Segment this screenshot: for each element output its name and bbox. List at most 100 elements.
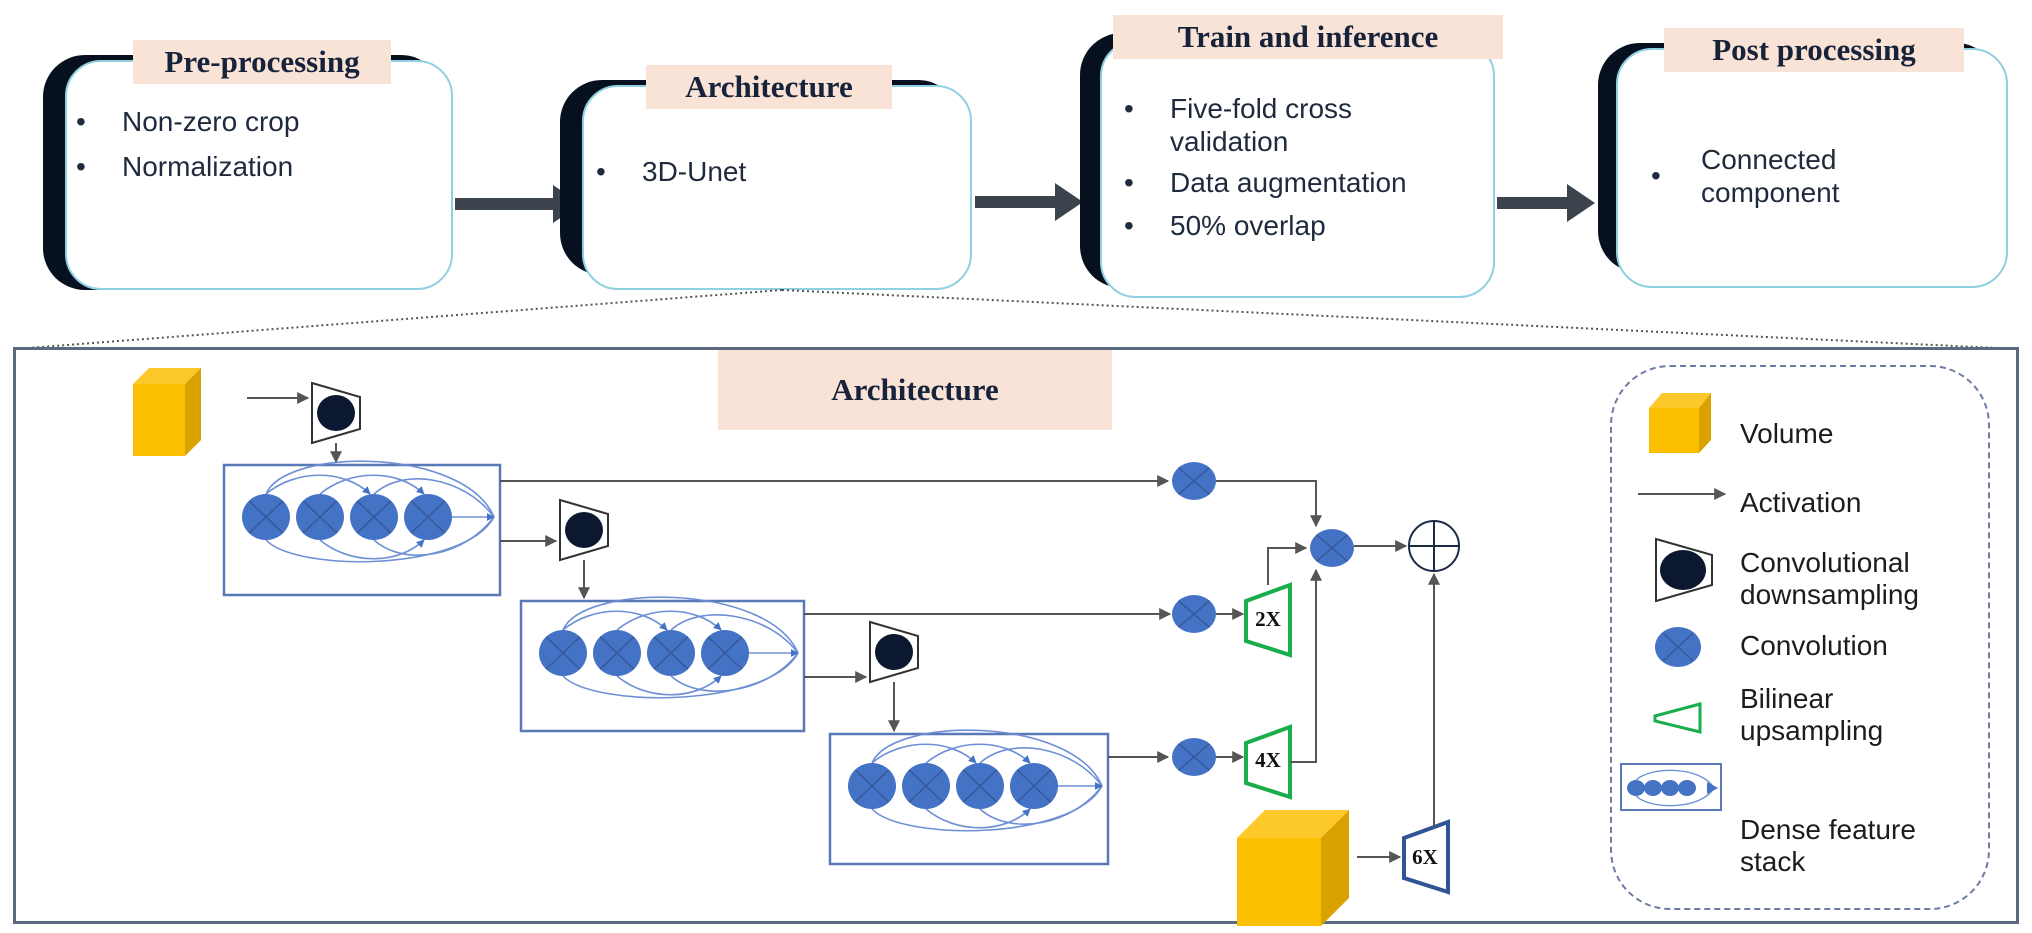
dense-conv-node [404,494,452,540]
item-text: Non-zero crop [122,106,300,137]
conv-cross [962,769,998,803]
architecture-detail-frame [13,347,2019,924]
dense-skip-curve [925,808,1031,829]
input-volume-cube [133,368,201,456]
dense-skip-curve [562,596,799,654]
item-text: Five-fold cross validation [1170,93,1353,157]
legend-label-line: Dense feature [1740,814,1916,845]
up2x-to-merge-arrow [1267,542,1308,585]
legend-label-convolution: Convolution [1740,630,1888,661]
card-body [582,85,972,290]
cube-side [1321,810,1349,926]
conv-downsampling-1 [311,381,361,445]
card-body [1616,48,2008,288]
dense-feature-stack-2 [519,596,806,733]
conv-cross [1178,467,1210,495]
bullet: • [596,156,606,187]
bilinear-upsampling-4x [1244,724,1292,800]
dense-skip-curve [670,652,799,692]
card-body [65,60,453,290]
conv-cross [1016,769,1052,803]
dense-skip-curve [319,474,425,495]
dense-skip-curve [871,743,977,764]
upsample-4x-label: 4X [1255,748,1281,772]
bullet: • [76,151,86,182]
dense-skip-curve [979,747,1103,787]
conv-cross [854,769,890,803]
legend-label-line: Bilinear [1740,683,1834,714]
stage-card-preprocessing: Pre-processing •Non-zero crop •Normaliza… [43,40,453,290]
dense-skip-curve [979,785,1103,825]
dense-skip-curve [373,516,495,556]
flow-arrow [975,183,1083,221]
legend-dense-node [1644,780,1662,796]
sum-node [1408,520,1460,572]
skip-volume-cube [1237,810,1349,926]
architecture-title: Architecture [718,350,1112,430]
item-text: Data augmentation [1170,167,1407,198]
stage-card-architecture: Architecture •3D-Unet [560,65,972,290]
legend-label-dense-feature-stack: Dense feature stack [1740,814,1916,878]
dense-skip-curve [373,478,495,518]
convolution-icon [1655,627,1701,667]
dense-conv-node [701,630,749,676]
item-text: Connected component [1701,144,1840,208]
bilinear-upsampling-2x [1244,582,1292,658]
conv-cross [653,636,689,670]
cube-front [1237,838,1321,926]
item-text: Normalization [122,151,294,182]
dense-conv-node [902,763,950,809]
up4x-to-merge-arrow [1290,568,1322,763]
conv-downsampling-2 [559,498,609,562]
zoom-guide-right [781,289,2019,350]
dense-skip-curve [265,460,495,518]
stage-items: • Connected component [1651,143,1911,221]
legend-label-bilinear-upsampling: Bilinear upsampling [1740,683,1883,747]
stage-item: •Five-fold cross validation [1124,92,1464,158]
stage-item: • Normalization [76,150,299,183]
stage-items: • Non-zero crop • Normalization [76,105,299,195]
cube-top [133,368,201,384]
dense-skip-curve [562,610,668,631]
legend-label-conv-downsampling: Convolutional downsampling [1740,547,1919,611]
dense-skip-curve [925,743,1031,764]
legend-dense-curve [1635,787,1715,807]
zoom-guide-left [14,289,783,350]
level2-conv [1172,595,1216,633]
downsampling-core [317,395,355,431]
stage-item: •50% overlap [1124,209,1464,242]
downsampling-core [565,512,603,548]
card-body [1100,40,1495,298]
dense-conv-node [242,494,290,540]
conv-cross [248,500,284,534]
cube-side [185,368,201,456]
conv-cross [410,500,446,534]
legend-dense-arrowhead [1707,782,1718,794]
dense-skip-curve [616,610,722,631]
conv-cross [1316,534,1348,562]
legend-dense-node [1678,780,1696,796]
conv-cross [356,500,392,534]
stage-item: • Connected component [1651,143,1911,209]
legend-label-line: stack [1740,846,1806,877]
item-text: 50% overlap [1170,210,1326,241]
dense-skip-curve [616,675,722,696]
dense-conv-node [593,630,641,676]
conv-cross [908,769,944,803]
item-text: 3D-Unet [642,156,747,187]
dense-skip-curve [319,539,425,560]
legend-dense-curve [1635,769,1715,789]
bullet: • [1651,160,1661,191]
dense-conv-node [296,494,344,540]
dense-conv-node [350,494,398,540]
conv-downsampling-3 [869,620,919,684]
stage-item: • 3D-Unet [596,155,746,188]
dense-skip-curve [670,614,799,654]
stage-items: •Five-fold cross validation •Data augmen… [1124,92,1464,254]
dense-skip-curve [871,729,1103,787]
stage-title: Post processing [1664,28,1964,72]
conv1-to-merge-arrow [1216,480,1322,528]
bilinear-upsampling-icon-path [1653,702,1702,734]
